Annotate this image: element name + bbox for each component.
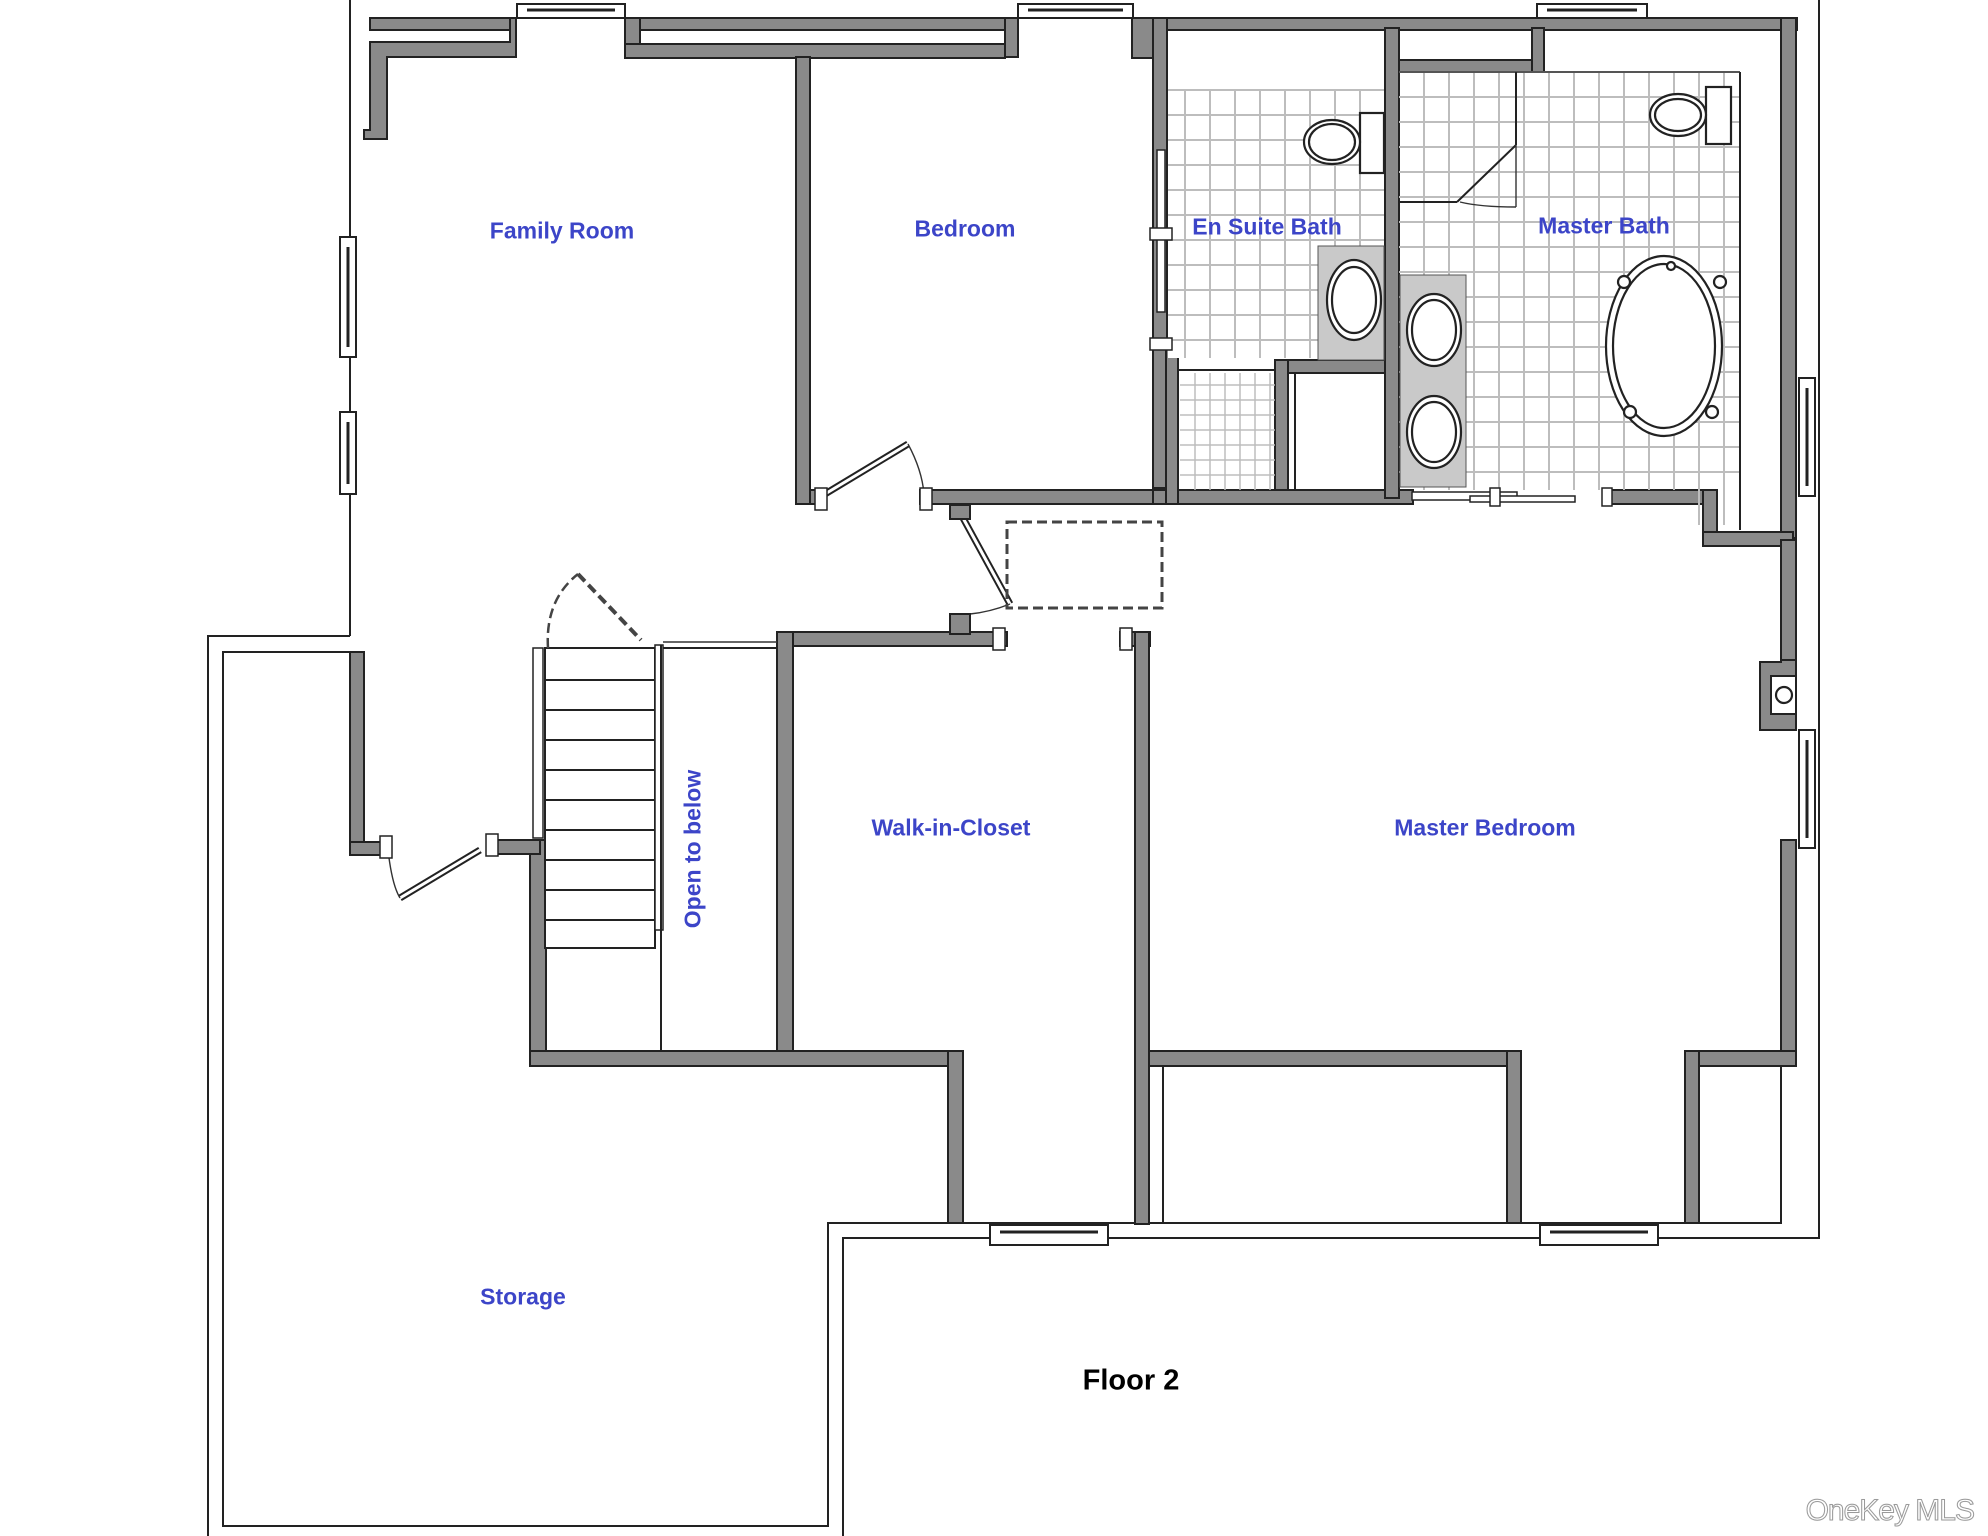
windows (339, 3, 1816, 1246)
doors (379, 149, 1613, 902)
room-label-open-to-below: Open to below (680, 770, 707, 928)
room-label-master-bedroom: Master Bedroom (1394, 815, 1575, 842)
watermark: OneKey MLS (1805, 1494, 1975, 1528)
room-label-en-suite-bath: En Suite Bath (1192, 214, 1342, 241)
walk-in-closet-text: Walk-in-Closet (871, 814, 1031, 841)
walls (349, 17, 1798, 1225)
master-bedroom-text: Master Bedroom (1394, 814, 1576, 841)
room-label-storage: Storage (480, 1284, 566, 1311)
bedroom-text: Bedroom (914, 215, 1016, 242)
storage-text: Storage (480, 1283, 566, 1310)
family-room-text: Family Room (489, 217, 635, 244)
floor-title: Floor 2 (1082, 1364, 1180, 1397)
master-bath-text: Master Bath (1538, 212, 1670, 239)
room-label-master-bath: Master Bath (1538, 213, 1670, 240)
stairs (532, 572, 777, 1052)
room-label-family-room: Family Room (490, 218, 634, 245)
room-label-walk-in-closet: Walk-in-Closet (872, 815, 1031, 842)
room-label-bedroom: Bedroom (915, 216, 1016, 243)
en-suite-bath-text: En Suite Bath (1192, 213, 1342, 240)
closets (1162, 372, 1782, 1224)
open-to-below-text: Open to below (679, 769, 706, 929)
fixtures (1302, 72, 1733, 470)
